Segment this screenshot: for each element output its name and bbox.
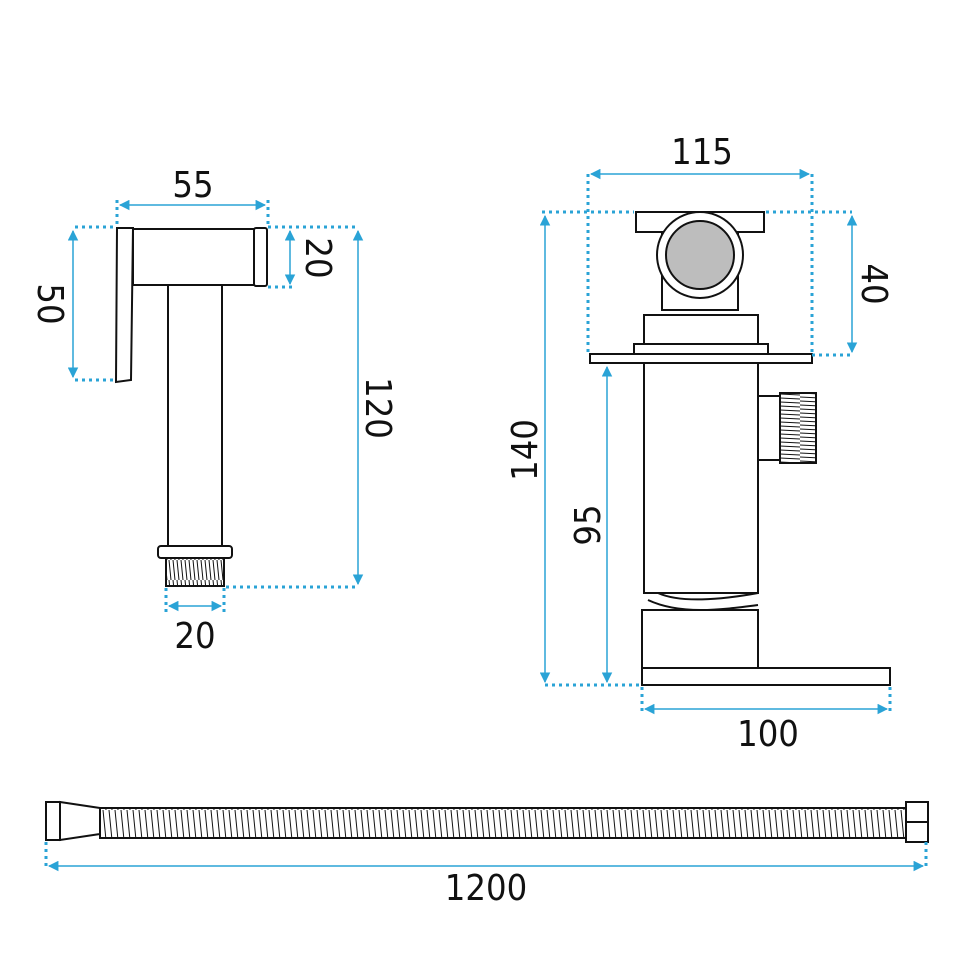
label-hose-length: 1200 <box>445 868 527 909</box>
label-valve-body-height: 95 <box>568 504 609 545</box>
valve-outlet-thread <box>779 392 817 464</box>
sprayer-dimensions <box>67 199 364 612</box>
valve-lower-block <box>641 609 759 669</box>
sprayer-head-cap <box>253 227 268 287</box>
label-sprayer-head-width: 55 <box>172 165 213 206</box>
hose-drawing <box>45 800 929 843</box>
sprayer-handle <box>167 284 223 548</box>
valve-stem <box>643 314 759 346</box>
sprayer-collar <box>157 545 233 559</box>
sprayer-back-plate <box>114 227 135 384</box>
valve-drawing <box>589 211 891 686</box>
label-sprayer-head-diameter: 20 <box>297 237 338 278</box>
valve-flange <box>589 353 813 364</box>
label-valve-base-length: 100 <box>737 714 799 755</box>
sprayer-thread <box>165 557 225 587</box>
label-valve-total-height: 140 <box>505 419 546 481</box>
hose-left-fitting <box>45 801 61 841</box>
valve-outlet <box>757 395 781 461</box>
valve-dimensions <box>539 168 892 715</box>
label-sprayer-thread: 20 <box>174 616 215 657</box>
hose-body <box>99 807 907 839</box>
sprayer-drawing <box>114 227 268 587</box>
label-sprayer-height: 50 <box>29 283 70 324</box>
label-valve-width: 115 <box>671 132 733 173</box>
valve-knob-inner <box>665 220 735 290</box>
label-sprayer-total-length: 120 <box>357 377 398 439</box>
valve-base-plate <box>641 667 891 686</box>
sprayer-head <box>132 228 256 286</box>
valve-body <box>643 362 759 594</box>
hose-dimensions <box>44 842 928 872</box>
label-valve-top-height: 40 <box>853 263 894 304</box>
